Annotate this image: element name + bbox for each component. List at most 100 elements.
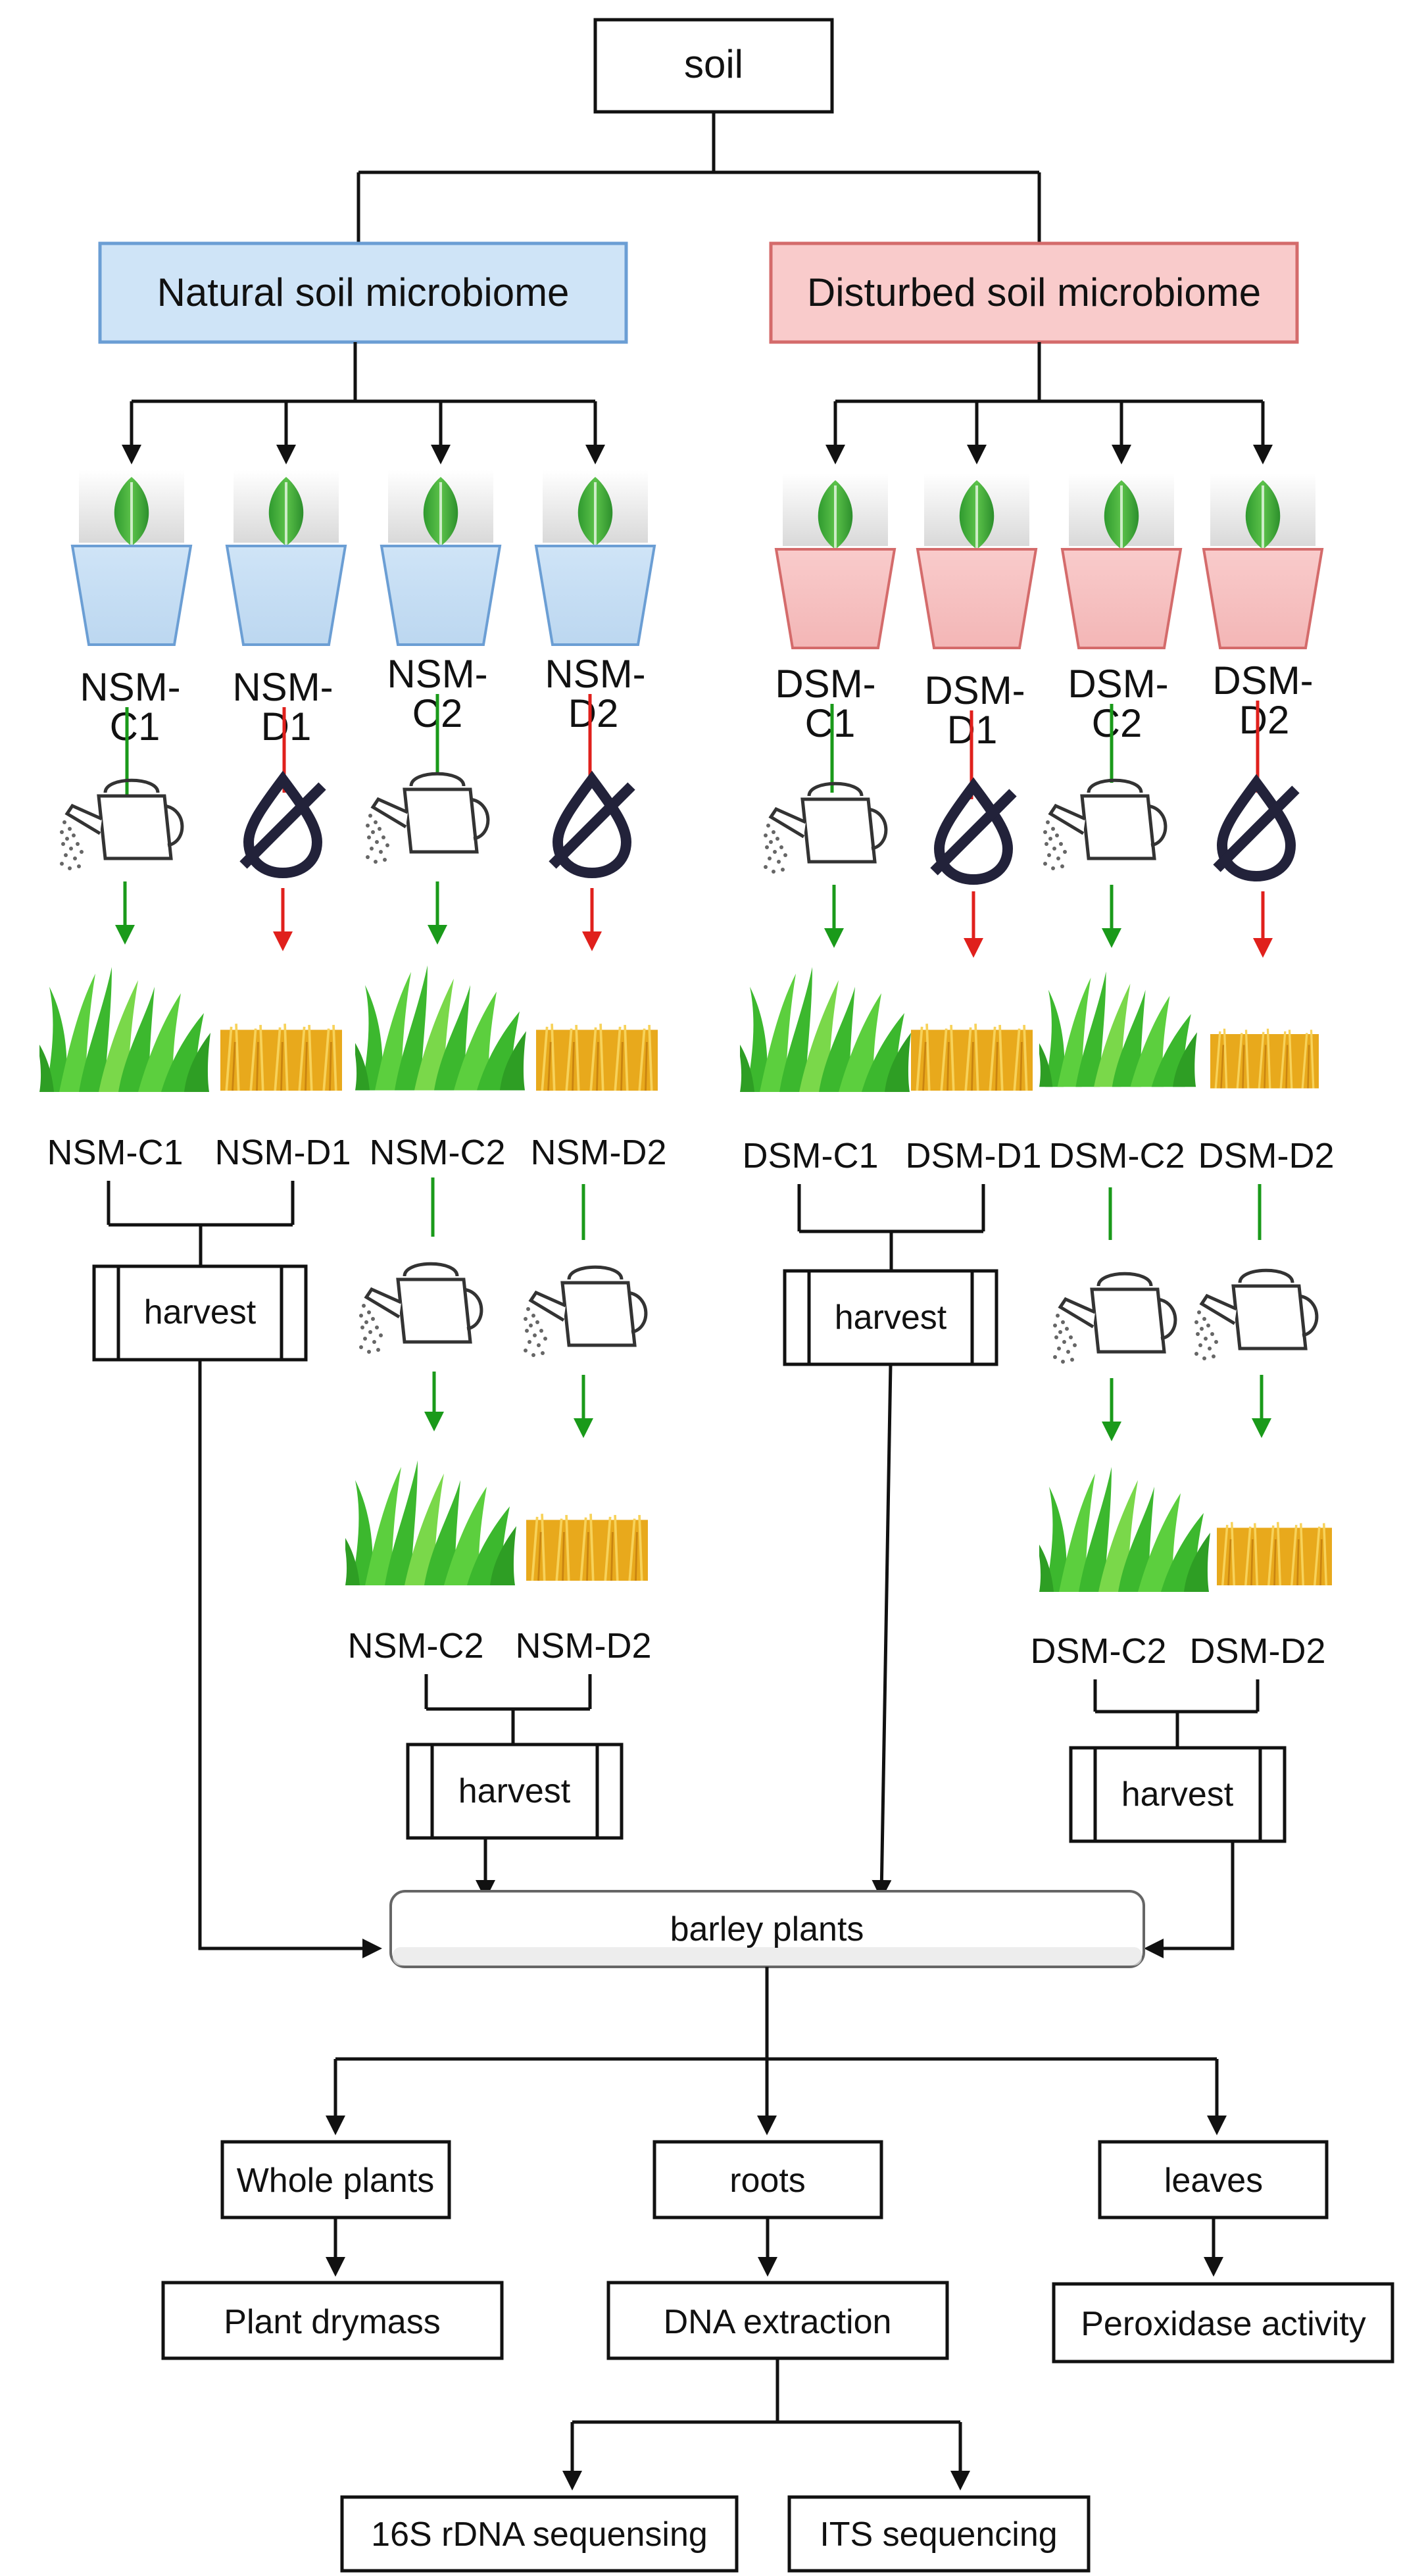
second-round-ticks [431, 1177, 1262, 1240]
watering-can-icon [1053, 1274, 1175, 1364]
soil-box [593, 18, 834, 114]
its-sequencing-box [787, 2495, 1091, 2573]
pot-label-dsm-d2-b: D2 [1239, 698, 1290, 742]
grass-label-dsm-c2-round2: DSM-C2 [1030, 1631, 1166, 1671]
to-barley-connectors [198, 1360, 1235, 1958]
grass-label-nsm-d2: NSM-D2 [530, 1133, 666, 1172]
green-grass-nsm-c1 [39, 967, 210, 1092]
pot-label-nsm-d1-b: D1 [261, 705, 312, 749]
its-sequencing-label: ITS sequencing [820, 2515, 1057, 2554]
pot-label-nsm-d2-a: NSM- [545, 652, 645, 696]
harvest-label: harvest [835, 1299, 947, 1337]
dna-extraction-box [606, 2281, 949, 2360]
natural-branch [122, 342, 605, 464]
pot-plant-dsm-c2 [1061, 474, 1182, 649]
disturbed-branch [825, 342, 1273, 464]
treatment-arrows-row1 [115, 881, 1273, 958]
soil-connectors [356, 112, 1041, 242]
dry-grass-nsm-d1 [220, 1022, 342, 1092]
treatment-arrows-row2 [424, 1372, 1271, 1441]
analyses-branch [326, 1967, 1227, 2135]
no-water-icon [553, 780, 631, 873]
green-grass-dsm-c1 [740, 967, 911, 1092]
watering-can-icon [764, 783, 886, 874]
pot-label-dsm-c1-b: C1 [805, 701, 856, 745]
harvest-box-disturbed-round2: harvest [1069, 1746, 1287, 1843]
pot-plant-nsm-c1 [71, 470, 192, 646]
pot-plant-nsm-d1 [226, 470, 347, 646]
no-water-icon [243, 780, 322, 873]
disturbed-group-box [769, 241, 1299, 344]
pot-plant-nsm-c2 [380, 470, 501, 646]
harvest2-connectors [424, 1674, 1260, 1748]
pot-label-dsm-c2-b: C2 [1092, 701, 1143, 745]
pot-label-nsm-d2-b: D2 [568, 691, 619, 735]
grass-label-dsm-d1: DSM-D1 [905, 1136, 1041, 1176]
natural-group-box [98, 241, 628, 344]
harvest1-connectors [107, 1181, 985, 1271]
barley-plants-label: barley plants [670, 1910, 864, 1948]
pot-label-nsm-d1-a: NSM- [232, 665, 333, 709]
pot-label-dsm-d2-a: DSM- [1212, 658, 1313, 703]
watering-can-icon [1043, 780, 1166, 870]
harvest-label: harvest [144, 1293, 257, 1331]
dna-extraction-label: DNA extraction [664, 2303, 892, 2341]
pot-label-dsm-c1-a: DSM- [775, 662, 875, 706]
plant-drymass-label: Plant drymass [224, 2303, 440, 2341]
grass-label-dsm-c2: DSM-C2 [1048, 1136, 1185, 1176]
harvest-label: harvest [458, 1772, 571, 1810]
peroxidase-label: Peroxidase activity [1081, 2305, 1366, 2343]
pot-plant-nsm-d2 [535, 470, 656, 646]
natural-group-label: Natural soil microbiome [157, 270, 570, 314]
whole-plants-box [220, 2140, 451, 2219]
sequencing-16s-box [340, 2495, 739, 2573]
leaves-label: leaves [1164, 2162, 1263, 2200]
watering-can-icon [359, 1264, 481, 1354]
green-grass-nsm-c2-round2 [345, 1460, 516, 1585]
dry-grass-dsm-d2-round2 [1217, 1520, 1332, 1587]
pot-plant-dsm-d1 [916, 474, 1037, 649]
peroxidase-box [1052, 2282, 1394, 2364]
grass-label-dsm-d2-round2: DSM-D2 [1189, 1631, 1325, 1671]
harvest-box-disturbed: harvest [783, 1269, 998, 1366]
watering-can-icon [60, 780, 182, 870]
green-grass-dsm-c2 [1039, 971, 1197, 1087]
green-grass-nsm-c2 [355, 965, 526, 1091]
green-grass-dsm-c2-round2 [1039, 1467, 1210, 1592]
leaves-box [1098, 2140, 1329, 2219]
grass-label-nsm-d1: NSM-D1 [214, 1133, 351, 1172]
dry-grass-nsm-d2 [536, 1022, 658, 1092]
harvest-box-natural-round2: harvest [406, 1743, 624, 1840]
dry-grass-nsm-d2-round2 [526, 1512, 648, 1582]
harvest-box-natural: harvest [92, 1264, 308, 1362]
pot-label-nsm-c2-a: NSM- [387, 652, 487, 696]
plant-drymass-box [161, 2281, 504, 2360]
analyses-arrows-level2 [326, 2217, 1223, 2277]
watering-can-icon [1194, 1270, 1317, 1360]
grass-label-nsm-d2-round2: NSM-D2 [515, 1626, 651, 1666]
pot-plant-dsm-c1 [775, 474, 896, 649]
pot-plant-dsm-d2 [1202, 474, 1323, 649]
watering-can-icon [524, 1267, 646, 1357]
harvest-label: harvest [1121, 1775, 1234, 1814]
pot-label-dsm-d1-a: DSM- [924, 668, 1025, 712]
grass-label-nsm-c2-round2: NSM-C2 [347, 1626, 483, 1666]
no-water-icon [934, 786, 1013, 879]
no-water-icon [1217, 783, 1296, 876]
pot-label-nsm-c1-a: NSM- [80, 665, 180, 709]
disturbed-group-label: Disturbed soil microbiome [807, 270, 1261, 314]
dry-grass-dsm-d2 [1210, 1027, 1319, 1090]
soil-label: soil [684, 42, 743, 86]
grass-label-nsm-c1: NSM-C1 [47, 1133, 183, 1172]
roots-box [652, 2140, 883, 2219]
roots-label: roots [729, 2162, 806, 2200]
pot-label-nsm-c1-b: C1 [110, 705, 160, 749]
watering-can-icon [366, 774, 488, 864]
sequencing-16s-label: 16S rDNA sequensing [371, 2515, 708, 2554]
dry-grass-dsm-d1 [911, 1022, 1033, 1092]
pot-label-dsm-c2-a: DSM- [1068, 662, 1168, 706]
dna-branch [562, 2358, 970, 2490]
grass-label-dsm-c1: DSM-C1 [742, 1136, 878, 1176]
grass-label-dsm-d2: DSM-D2 [1198, 1136, 1334, 1176]
